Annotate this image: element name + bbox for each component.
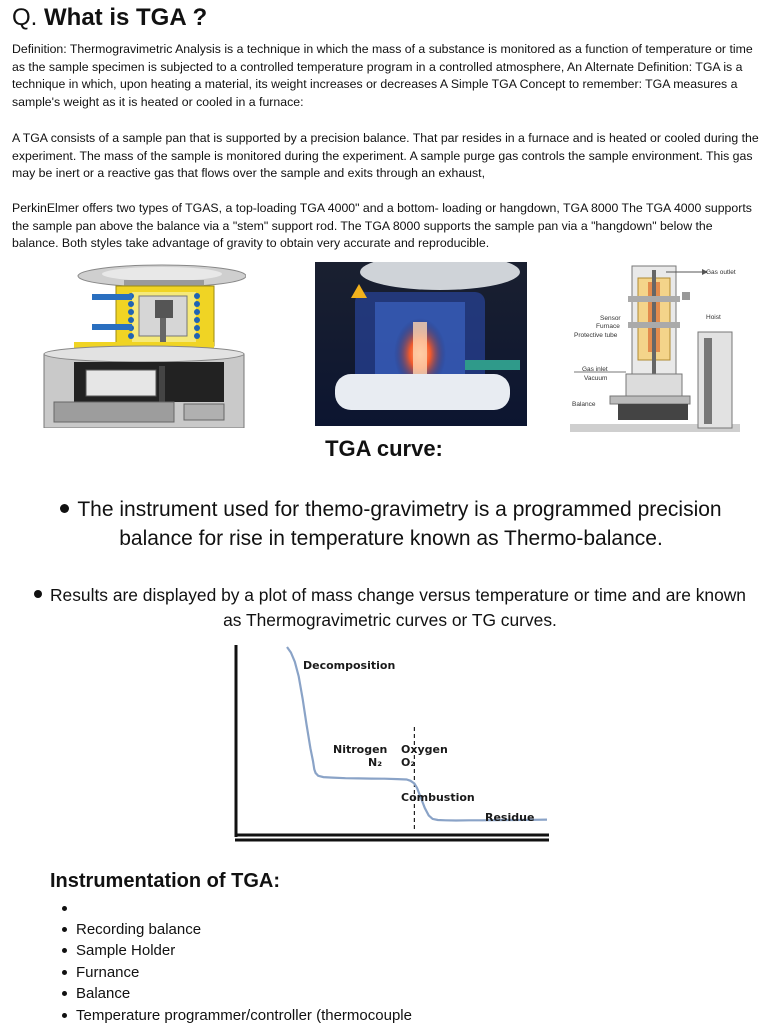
label-hoist: Hoist	[706, 314, 721, 321]
tga-curve-heading: TGA curve:	[325, 436, 443, 461]
list-item: Furnance	[60, 962, 412, 983]
tga-cutaway-figure	[34, 262, 246, 428]
label-balance: Balance	[572, 401, 596, 408]
annotation-n2: N₂	[368, 756, 382, 769]
instrumentation-list: Recording balance Sample Holder Furnance…	[60, 898, 412, 1026]
tga-mass-curve	[286, 646, 548, 822]
bullet-dot	[34, 590, 42, 599]
definition-paragraph: Definition: Thermogravimetric Analysis i…	[12, 42, 753, 109]
label-sensor: Sensor	[600, 315, 621, 322]
label-furnace: Furnace	[596, 323, 620, 330]
label-gas-inlet: Gas inlet	[582, 366, 608, 373]
page-title: Q. What is TGA ?	[12, 2, 207, 34]
instrumentation-heading: Instrumentation of TGA:	[50, 870, 280, 892]
label-protective-tube: Protective tube	[574, 332, 618, 339]
annotation-nitrogen: Nitrogen	[333, 743, 387, 756]
tga-schematic-diagram: Gas outlet Sensor Furnace Protective tub…	[570, 265, 740, 432]
annotation-decomposition: Decomposition	[303, 659, 395, 672]
list-item: Recording balance	[60, 919, 412, 940]
tga-cutaway-illustration	[43, 264, 246, 428]
annotation-o2: O₂	[401, 756, 415, 769]
tga-instrument-illustration	[315, 262, 527, 426]
annotation-combustion: Combustion	[401, 791, 475, 804]
bullet-tg-curves-text: Results are displayed by a plot of mass …	[50, 585, 746, 630]
tga-curve-svg: Decomposition Nitrogen N₂ Oxygen O₂ Comb…	[233, 645, 551, 843]
bullet-dot	[60, 503, 70, 513]
tga-schematic-figure: Gas outlet Sensor Furnace Protective tub…	[570, 262, 740, 432]
tga-curve-chart: Decomposition Nitrogen N₂ Oxygen O₂ Comb…	[233, 645, 551, 843]
label-vacuum: Vacuum	[584, 375, 607, 382]
annotation-residue: Residue	[485, 811, 534, 824]
perkinelmer-paragraph: PerkinElmer offers two types of TGAS, a …	[12, 201, 752, 250]
title-text: What is TGA ?	[44, 4, 208, 31]
bullet-thermo-balance: The instrument used for themo-gravimetry…	[26, 495, 756, 553]
tga-instrument-photo	[315, 262, 527, 426]
list-item: Sample Holder	[60, 940, 412, 961]
label-gas-outlet: Gas outlet	[706, 269, 736, 276]
list-item	[60, 898, 412, 919]
bullet-tg-curves: Results are displayed by a plot of mass …	[24, 583, 756, 633]
tga-description-paragraph: A TGA consists of a sample pan that is s…	[12, 131, 759, 180]
list-item: Balance	[60, 983, 412, 1004]
annotation-oxygen: Oxygen	[401, 743, 448, 756]
title-prefix: Q.	[12, 4, 38, 31]
bullet-thermo-balance-text: The instrument used for themo-gravimetry…	[77, 498, 722, 550]
list-item: Temperature programmer/controller (therm…	[60, 1005, 412, 1026]
